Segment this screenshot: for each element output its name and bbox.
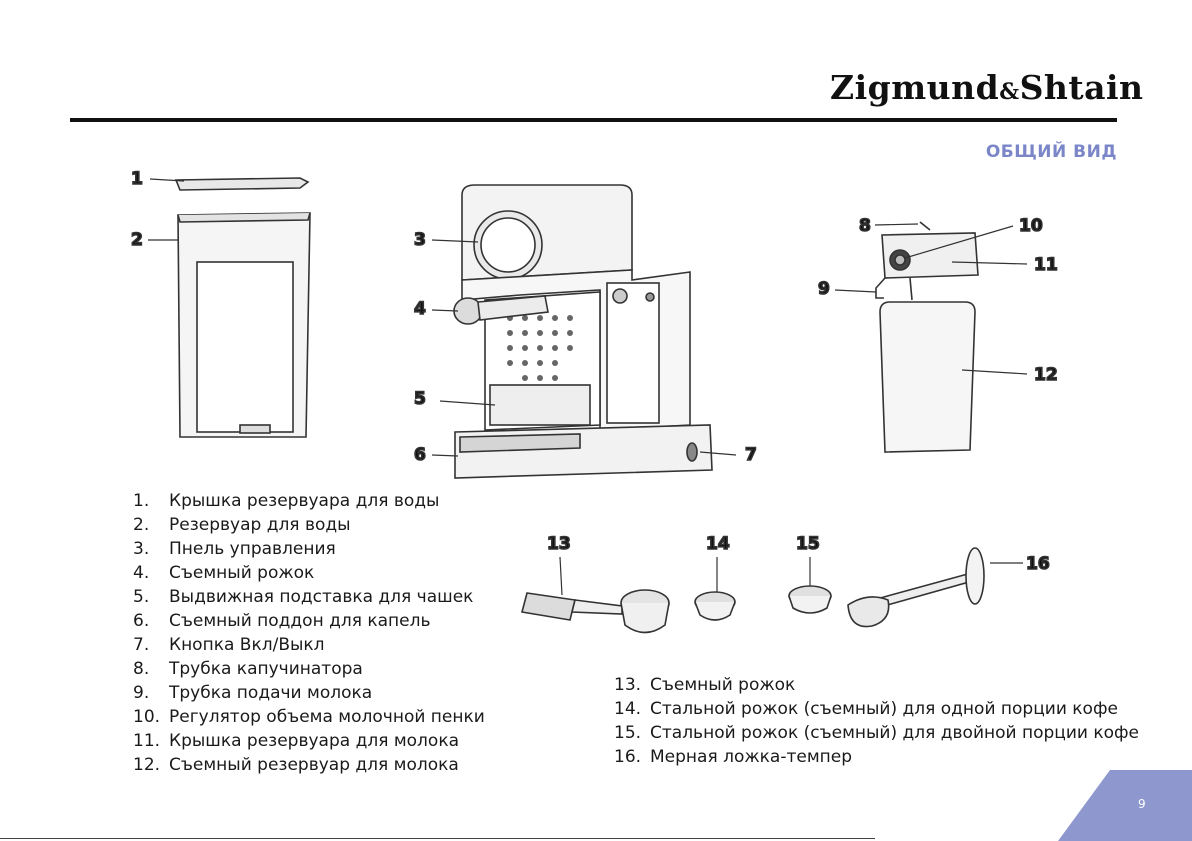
water-tank-lid-drawing <box>174 177 310 191</box>
list-item: 6.Съемный поддон для капель <box>133 611 431 631</box>
list-item: 9.Трубка подачи молока <box>133 683 373 703</box>
callout-11: 11 <box>1034 255 1058 275</box>
double-filter-drawing <box>788 585 832 614</box>
list-item: 10.Регулятор объема молочной пенки <box>133 707 485 727</box>
logo-part1: Zigmund <box>830 68 1000 107</box>
footer-rule <box>0 838 875 839</box>
callout-3: 3 <box>414 230 426 250</box>
list-item: 3.Пнель управления <box>133 539 336 559</box>
callout-16: 16 <box>1026 554 1050 574</box>
list-item: 11.Крышка резервуара для молока <box>133 731 460 751</box>
water-tank-drawing <box>177 212 311 438</box>
callout-4: 4 <box>414 299 426 319</box>
list-item: 16.Мерная ложка-темпер <box>614 747 853 767</box>
list-item: 13.Съемный рожок <box>614 675 796 695</box>
list-item: 2.Резервуар для воды <box>133 515 351 535</box>
callout-14: 14 <box>706 534 730 554</box>
list-item: 8.Трубка капучинатора <box>133 659 363 679</box>
list-item: 1.Крышка резервуара для воды <box>133 491 440 511</box>
callout-1: 1 <box>131 169 143 189</box>
list-item: 4.Съемный рожок <box>133 563 315 583</box>
brand-logo: Zigmund&Shtain <box>830 68 1143 112</box>
section-title: ОБЩИЙ ВИД <box>985 142 1117 162</box>
callout-10: 10 <box>1019 216 1043 236</box>
callout-2: 2 <box>131 230 143 250</box>
logo-amp: & <box>999 79 1020 105</box>
logo-part2: Shtain <box>1019 68 1144 107</box>
page-number: 9 <box>1138 797 1146 811</box>
list-item: 5.Выдвижная подставка для чашек <box>133 587 474 607</box>
single-filter-drawing <box>694 591 736 621</box>
parts-list-main: 1.Крышка резервуара для воды 2.Резервуар… <box>133 489 485 777</box>
list-item: 14.Стальной рожок (съемный) для одной по… <box>614 699 1118 719</box>
parts-list-accessories: 13.Съемный рожок 14.Стальной рожок (съем… <box>614 673 1139 769</box>
portafilter-drawing <box>521 589 670 634</box>
callout-12: 12 <box>1034 365 1058 385</box>
spoon-tamper-drawing <box>847 547 985 628</box>
list-item: 7.Кнопка Вкл/Выкл <box>133 635 325 655</box>
leader-lines <box>148 178 1028 596</box>
callout-13: 13 <box>547 534 571 554</box>
callout-5: 5 <box>414 389 426 409</box>
callout-7: 7 <box>745 445 757 465</box>
callout-8: 8 <box>859 216 871 236</box>
espresso-machine-drawing <box>453 184 713 479</box>
milk-frother-drawing <box>875 221 979 453</box>
callout-9: 9 <box>818 279 830 299</box>
header-rule <box>70 118 1117 122</box>
list-item: 12.Съемный резервуар для молока <box>133 755 459 775</box>
callout-15: 15 <box>796 534 820 554</box>
callout-6: 6 <box>414 445 426 465</box>
list-item: 15.Стальной рожок (съемный) для двойной … <box>614 723 1139 743</box>
